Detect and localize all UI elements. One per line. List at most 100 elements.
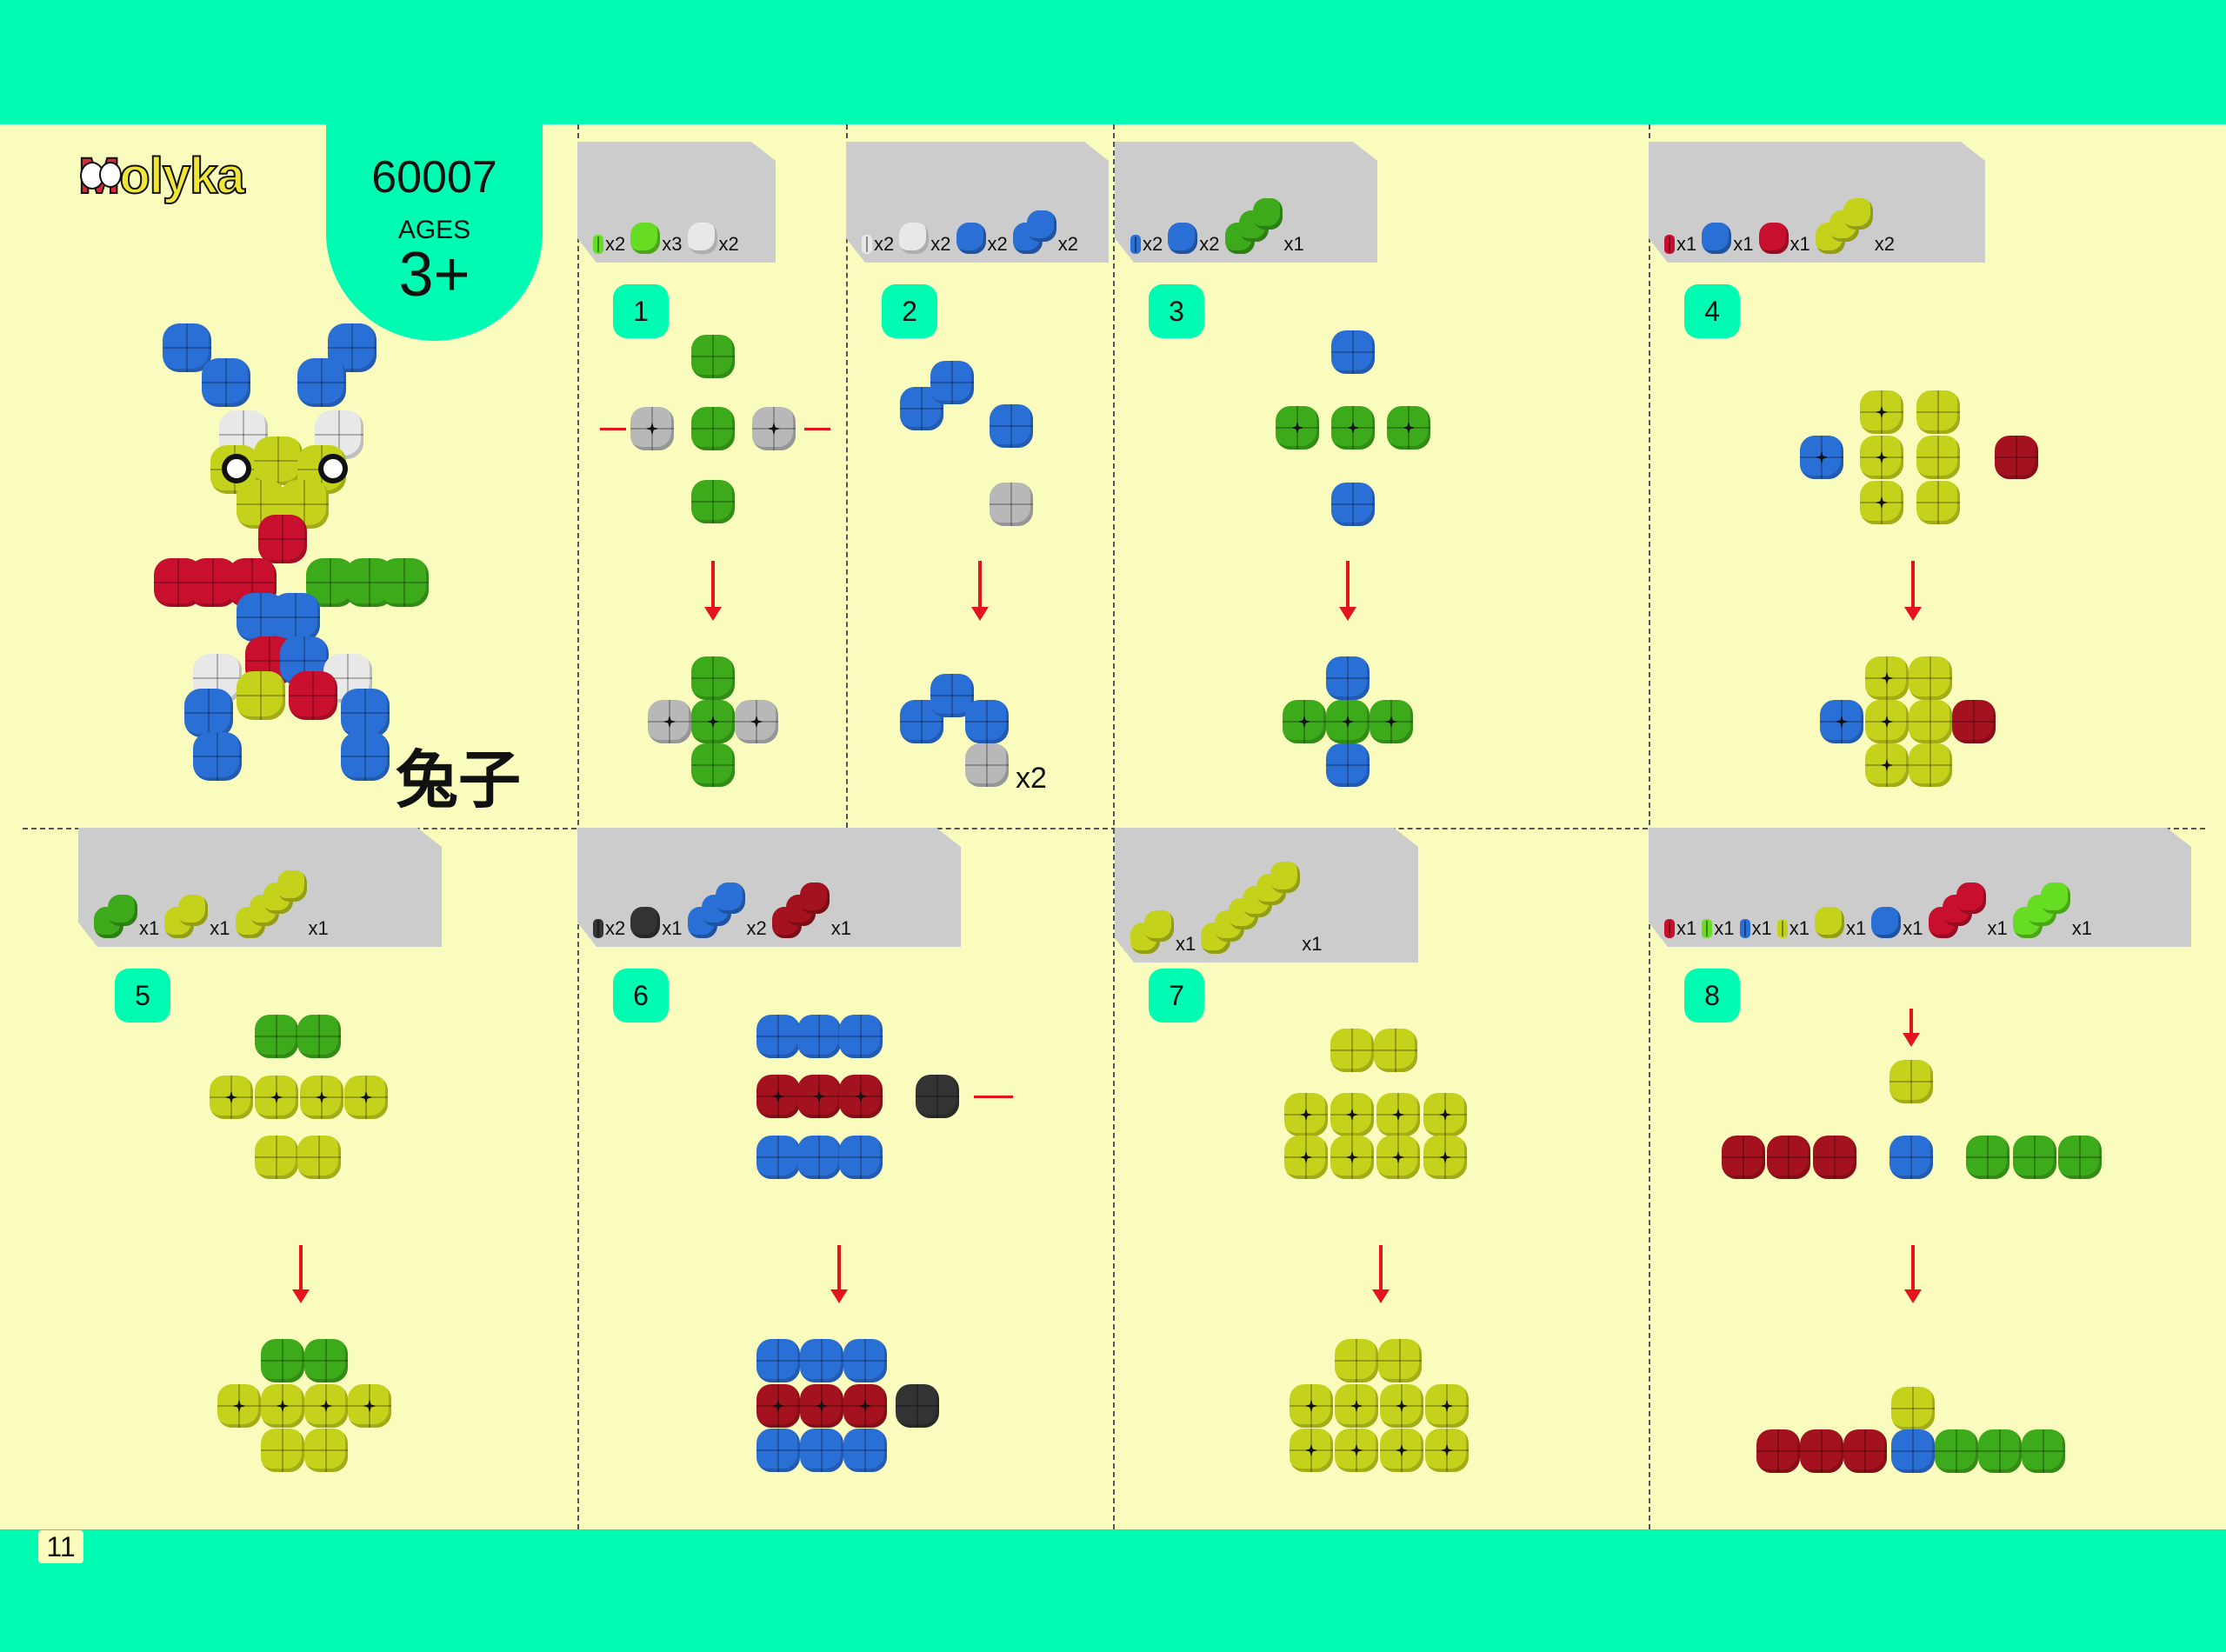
building-piece (261, 1429, 304, 1472)
connector-star-icon (233, 1400, 245, 1412)
building-piece (930, 674, 974, 717)
ball-piece-icon (687, 223, 717, 254)
building-piece (255, 1076, 298, 1119)
building-piece (2022, 1429, 2065, 1473)
top-band (0, 0, 2226, 124)
part-count: x1 (1789, 917, 1809, 939)
part-item: x3 (630, 223, 683, 254)
connector-star-icon (1291, 422, 1303, 434)
building-piece (304, 1339, 348, 1382)
building-piece (1909, 743, 1952, 787)
connector-star-icon (1881, 672, 1893, 684)
building-piece (1860, 390, 1903, 434)
connector-star-icon (270, 1091, 283, 1103)
connector-star-icon (1836, 716, 1848, 728)
part-count: x1 (1846, 917, 1867, 939)
connector-star-icon (1881, 716, 1893, 728)
connector-star-icon (1350, 1444, 1363, 1456)
building-piece (930, 361, 974, 404)
connector-star-icon (1300, 1151, 1312, 1163)
building-piece (839, 1136, 883, 1179)
connector-star-icon (1441, 1400, 1453, 1412)
part-count: x2 (605, 917, 626, 939)
connector-star-icon (1876, 496, 1888, 509)
arrow-icon (974, 1096, 1013, 1098)
part-count: x1 (1714, 917, 1735, 939)
part-count: x2 (746, 917, 767, 939)
ball-piece-icon (899, 223, 930, 254)
connector-icon (1664, 235, 1675, 254)
building-piece (691, 480, 735, 523)
rabbit-piece (341, 732, 390, 781)
building-piece (1335, 1339, 1378, 1382)
building-piece (1330, 1136, 1374, 1179)
part-item: x1 (94, 895, 159, 938)
building-piece (1891, 1429, 1935, 1473)
building-piece (1425, 1384, 1469, 1428)
piece-chain-icon (94, 895, 137, 938)
building-piece (756, 1136, 800, 1179)
building-piece (261, 1339, 304, 1382)
part-item: x1 (1776, 917, 1809, 939)
connector-star-icon (768, 423, 780, 435)
connector-star-icon (772, 1090, 784, 1102)
building-piece (691, 743, 735, 787)
connector-star-icon (1298, 716, 1310, 728)
ball-piece-icon (108, 895, 137, 926)
part-count: x1 (1676, 917, 1697, 939)
ball-piece-icon (1815, 907, 1844, 938)
rabbit-piece (202, 358, 250, 407)
building-piece (1820, 700, 1863, 743)
part-item: x1 (1871, 907, 1923, 938)
part-item: x2 (593, 235, 625, 254)
part-count: x2 (1143, 233, 1163, 255)
ball-piece-icon (178, 895, 209, 926)
ball-piece-icon (277, 870, 307, 902)
part-item: x2 (1815, 198, 1895, 254)
ball-piece-icon (956, 223, 986, 254)
part-item: x1 (1201, 862, 1323, 954)
rabbit-piece (341, 689, 390, 737)
building-piece (255, 1015, 298, 1058)
piece-chain-icon (1815, 198, 1873, 254)
ball-piece-icon (956, 223, 986, 254)
brand-logo: Molyka (77, 146, 304, 230)
divider (1649, 124, 1650, 1529)
part-item: x2 (687, 223, 739, 254)
part-count: x2 (1199, 233, 1220, 255)
model-name: 兔子 (396, 743, 522, 816)
building-piece (1966, 1136, 2009, 1179)
part-item: x2 (899, 223, 951, 254)
connector-star-icon (1396, 1400, 1408, 1412)
ball-piece-icon (687, 223, 717, 254)
arrow-down-icon (704, 561, 722, 621)
step-number-badge: 3 (1149, 284, 1204, 338)
part-count: x1 (1283, 233, 1304, 255)
ball-piece-icon (1144, 910, 1174, 942)
ball-piece-icon (899, 223, 930, 254)
building-piece (843, 1384, 887, 1428)
building-piece (1865, 656, 1909, 700)
arrow-down-icon (1904, 1245, 1922, 1303)
part-item: x2 (862, 235, 894, 254)
connector-star-icon (1300, 1109, 1312, 1121)
connector-icon (593, 919, 603, 938)
rabbit-piece (280, 480, 329, 529)
building-piece (344, 1076, 388, 1119)
part-count: x2 (987, 233, 1008, 255)
connector-star-icon (277, 1400, 289, 1412)
building-piece (756, 1429, 800, 1472)
building-piece (1335, 1429, 1378, 1472)
building-piece (1326, 700, 1370, 743)
building-piece (1326, 743, 1370, 787)
part-count: x1 (1676, 233, 1697, 255)
logo-eye (99, 162, 122, 188)
rabbit-piece (163, 323, 211, 372)
building-piece (1276, 406, 1319, 450)
ball-piece-icon (1871, 907, 1902, 938)
connector-icon (1702, 919, 1713, 938)
connector-icon (862, 235, 872, 254)
